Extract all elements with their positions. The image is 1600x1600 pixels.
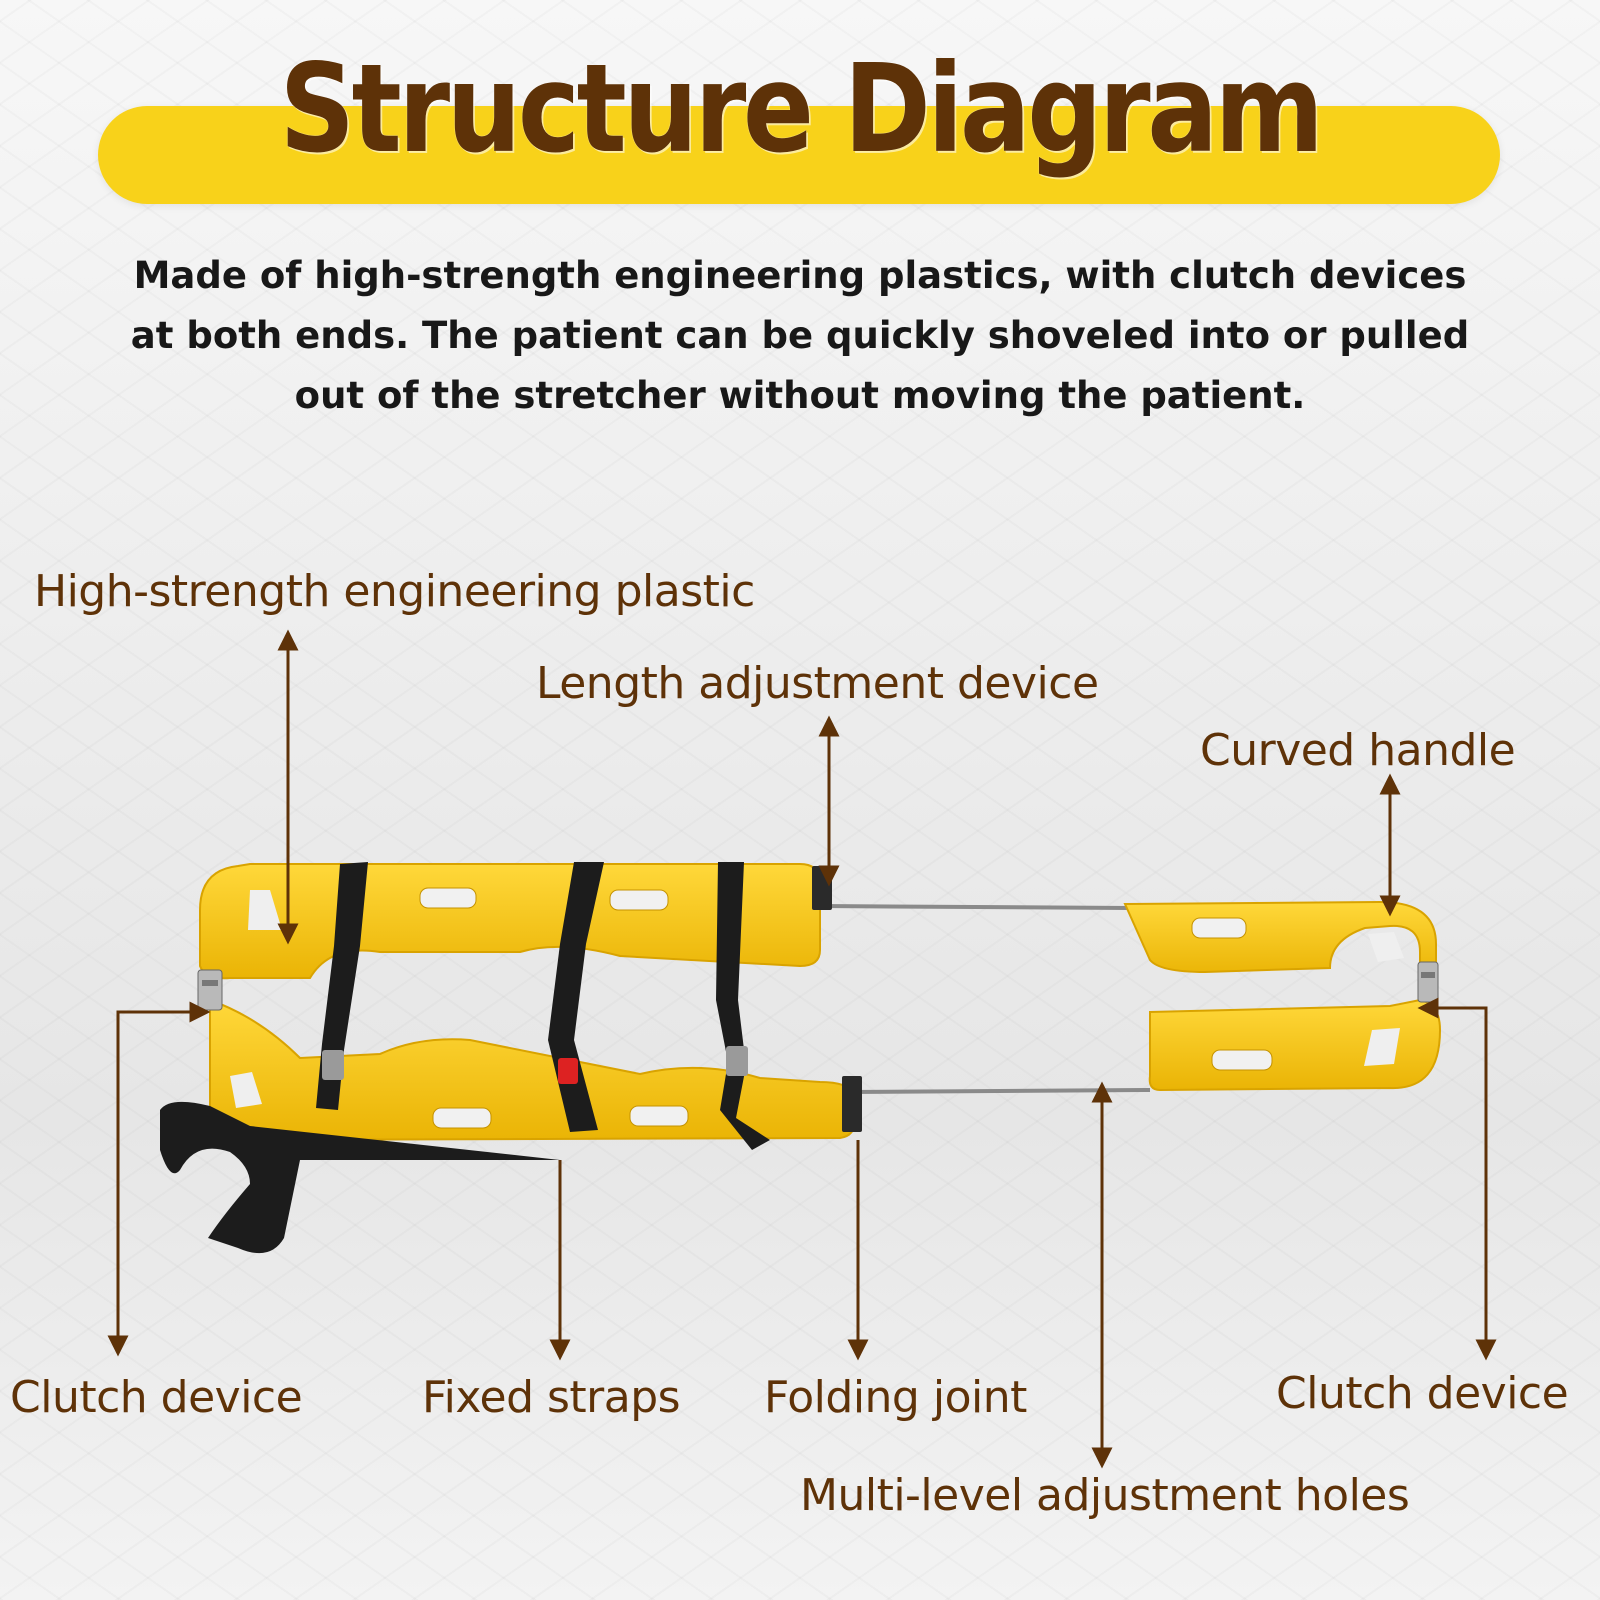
right-lower-panel (1148, 998, 1442, 1092)
annotation-arrows (107, 629, 1497, 1469)
arrow-clutch-left (107, 1001, 211, 1357)
label-folding-joint: Folding joint (764, 1372, 1027, 1423)
label-clutch-left: Clutch device (10, 1372, 303, 1423)
right-upper-panel (1123, 900, 1437, 978)
label-fixed-straps: Fixed straps (422, 1372, 681, 1423)
arrow-clutch-right (1417, 997, 1497, 1361)
label-curved-handle: Curved handle (1200, 725, 1516, 776)
clutch-device-left-icon (197, 969, 223, 1011)
page-title: Structure Diagram (279, 38, 1323, 180)
label-length-adjustment: Length adjustment device (536, 658, 1099, 709)
support-rods (819, 904, 1151, 1094)
clutch-device-right-icon (1417, 961, 1439, 1003)
description: Made of high-strength engineering plasti… (130, 254, 1470, 417)
left-lower-panel (209, 998, 856, 1142)
title-band (98, 106, 1500, 204)
label-high-strength-plastic: High-strength engineering plastic (34, 566, 755, 617)
fixed-straps (160, 862, 770, 1254)
label-clutch-right: Clutch device (1276, 1368, 1569, 1419)
label-adjustment-holes: Multi-level adjustment holes (800, 1470, 1410, 1521)
